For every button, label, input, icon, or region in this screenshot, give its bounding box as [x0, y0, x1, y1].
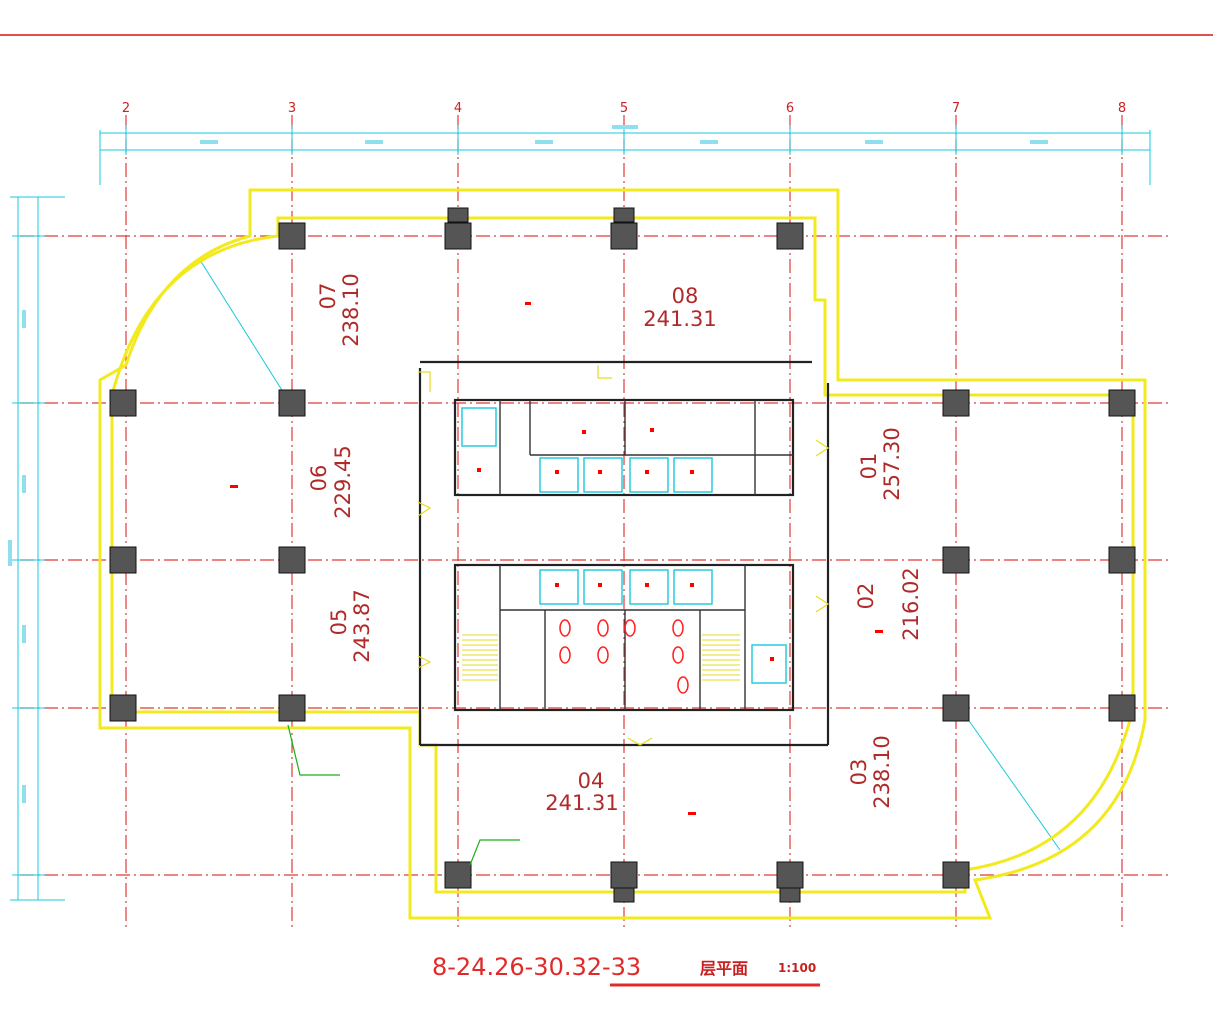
dimension-lines [10, 125, 1151, 901]
stair-treads [462, 634, 740, 681]
unit-02-number: 02 [854, 583, 878, 610]
unit-01-number: 01 [857, 453, 881, 480]
drawing-scale: 1:100 [778, 961, 816, 975]
grid-label-2: 2 [122, 101, 130, 116]
building-outline [98, 188, 1147, 920]
grid-label-5: 5 [620, 101, 628, 116]
equipment-markers [230, 302, 883, 815]
core-partitions [499, 400, 793, 710]
unit-07-number: 07 [316, 283, 340, 310]
unit-03-area: 238.10 [870, 735, 894, 808]
unit-07-area: 238.10 [339, 273, 363, 346]
elevator-cars [461, 407, 787, 684]
grid-label-8: 8 [1118, 101, 1126, 116]
unit-06-number: 06 [307, 465, 331, 492]
unit-03-number: 03 [847, 759, 871, 786]
unit-08-number: 08 [672, 284, 699, 308]
grid-lines-vertical [125, 115, 1123, 930]
drawing-title-suffix: 层平面 [700, 959, 748, 978]
unit-06-area: 229.45 [331, 445, 355, 518]
unit-01-area: 257.30 [880, 427, 904, 500]
core-walls [418, 360, 830, 747]
unit-04-area: 241.31 [545, 791, 618, 815]
grid-label-3: 3 [288, 101, 296, 116]
unit-04-number: 04 [578, 769, 605, 793]
grid-label-4: 4 [454, 101, 462, 116]
unit-05-area: 243.87 [350, 589, 374, 662]
grid-axis-labels: 2 3 4 5 6 7 8 [122, 101, 1126, 116]
unit-05-number: 05 [327, 609, 351, 636]
unit-08-area: 241.31 [643, 307, 716, 331]
grid-label-7: 7 [952, 101, 960, 116]
unit-02-area: 216.02 [899, 567, 923, 640]
grid-label-6: 6 [786, 101, 794, 116]
drawing-title: 8-24.26-30.32-33 [432, 953, 641, 981]
dimension-text-marks [8, 125, 1048, 803]
structural-columns [109, 207, 1136, 903]
toilet-fixtures [559, 619, 689, 694]
door-marks [417, 365, 830, 746]
unit-labels: 07 238.10 08 241.31 06 229.45 01 257.30 … [307, 273, 923, 815]
drawing-title-block: 8-24.26-30.32-33 层平面 1:100 [432, 953, 820, 987]
annotation-leaders [287, 724, 520, 866]
